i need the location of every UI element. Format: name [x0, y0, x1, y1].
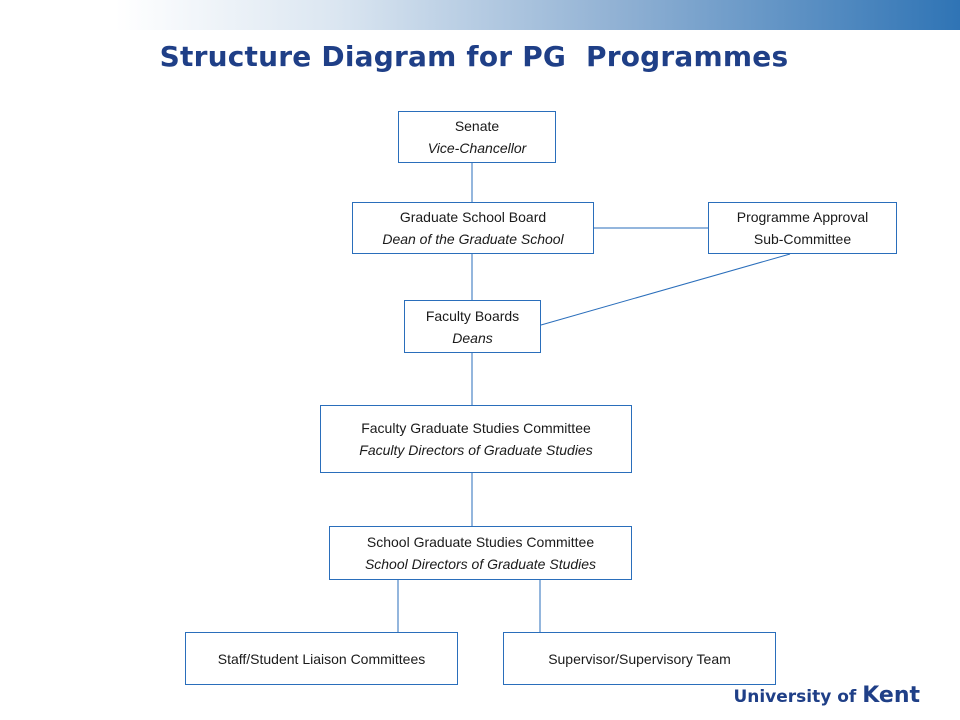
graduate-school-board-name: Graduate School Board — [399, 209, 547, 225]
staff-student-liaison-box: Staff/Student Liaison Committees — [185, 632, 458, 685]
graduate-school-board-role: Dean of the Graduate School — [382, 231, 564, 247]
logo-brand: Kent — [862, 683, 920, 708]
university-of-kent-logo: University of Kent — [733, 683, 920, 708]
senate-role: Vice-Chancellor — [427, 140, 527, 156]
connector-pasc-faculty-boards — [540, 253, 791, 326]
faculty-gsc-name: Faculty Graduate Studies Committee — [361, 420, 591, 436]
faculty-boards-role: Deans — [452, 329, 493, 346]
supervisor-name: Supervisor/Supervisory Team — [548, 650, 731, 667]
supervisor-box: Supervisor/Supervisory Team — [503, 632, 776, 685]
faculty-boards-box: Faculty Boards Deans — [404, 300, 541, 353]
header-gradient-band — [0, 0, 960, 30]
school-gsc-role: School Directors of Graduate Studies — [364, 556, 597, 572]
programme-approval-box: Programme Approval Sub-Committee — [708, 202, 897, 254]
faculty-gsc-box: Faculty Graduate Studies Committee Facul… — [320, 405, 632, 473]
faculty-boards-name: Faculty Boards — [425, 307, 520, 324]
school-gsc-box: School Graduate Studies Committee School… — [329, 526, 632, 580]
logo-prefix: University of — [733, 687, 863, 707]
staff-student-liaison-name: Staff/Student Liaison Committees — [217, 650, 426, 667]
school-gsc-name: School Graduate Studies Committee — [366, 534, 595, 550]
senate-name: Senate — [454, 118, 500, 134]
senate-box: Senate Vice-Chancellor — [398, 111, 556, 163]
faculty-gsc-role: Faculty Directors of Graduate Studies — [359, 442, 593, 458]
graduate-school-board-box: Graduate School Board Dean of the Gradua… — [352, 202, 594, 254]
page-title: Structure Diagram for PG Programmes — [159, 40, 789, 73]
programme-approval-name: Programme Approval — [736, 209, 869, 225]
programme-approval-name-line2: Sub-Committee — [753, 231, 852, 247]
